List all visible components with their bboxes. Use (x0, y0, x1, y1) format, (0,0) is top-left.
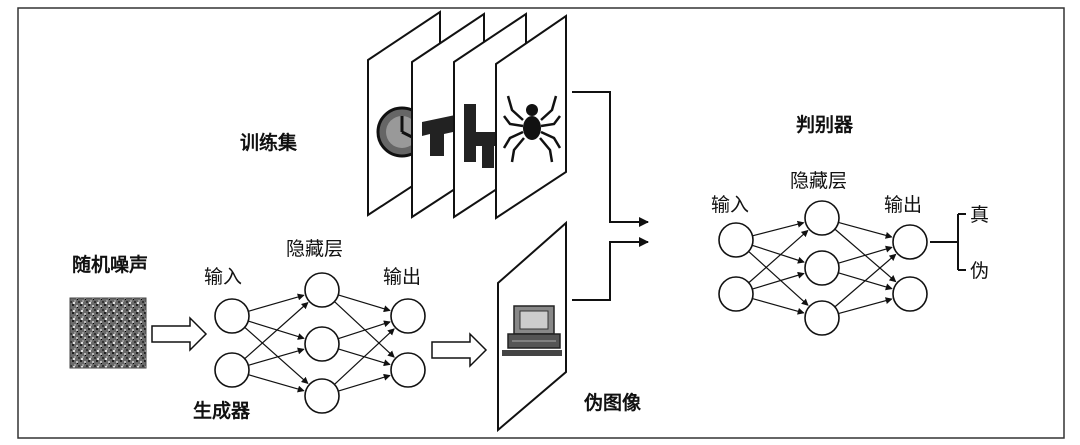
generator-output-node (390, 352, 426, 388)
training-set-cards (367, 10, 567, 220)
discriminator-connection (752, 271, 805, 290)
discriminator-hidden-label: 隐藏层 (790, 170, 847, 192)
generator-connection (248, 320, 305, 340)
generator-output-node (390, 298, 426, 334)
discriminator-network (718, 200, 928, 336)
noise-image (69, 297, 147, 369)
discriminator-connection (748, 229, 809, 284)
discriminator-hidden-node (804, 250, 840, 286)
generator-hidden-node (304, 326, 340, 362)
hammer-icon (464, 104, 498, 168)
discriminator-hidden-node (804, 300, 840, 336)
generator-hidden-node (304, 378, 340, 414)
fake-label: 伪 (970, 260, 989, 282)
discriminator-connection (751, 244, 805, 264)
discriminator-connection (838, 245, 893, 264)
training-set-label: 训练集 (240, 131, 298, 154)
discriminator-label: 判别器 (796, 114, 854, 136)
generator-output-label: 输出 (383, 266, 421, 288)
discriminator-connection (748, 250, 809, 306)
diagram-frame (17, 7, 1065, 439)
discriminator-connection (838, 297, 893, 315)
discriminator-input-label: 输入 (711, 194, 749, 216)
discriminator-connection (752, 220, 805, 237)
discriminator-hidden-node (804, 200, 840, 236)
generator-connection (248, 347, 305, 366)
generator-network (214, 272, 426, 414)
discriminator-connection (838, 221, 893, 239)
discriminator-output-label: 输出 (884, 194, 922, 216)
generator-connection (338, 373, 391, 392)
generator-connection (338, 294, 391, 313)
discriminator-input-node (718, 222, 754, 258)
training-card (495, 14, 567, 220)
generator-connection (244, 301, 309, 360)
generator-input-node (214, 352, 250, 388)
generator-to-fake-arrow (431, 332, 488, 368)
generator-connection (244, 326, 309, 385)
input-merge-wires (572, 91, 649, 301)
generator-connection (334, 301, 395, 358)
discriminator-connection (834, 253, 897, 308)
computer-icon (502, 305, 562, 356)
fake-image-label: 伪图像 (583, 391, 642, 414)
generator-connection (337, 320, 391, 340)
generator-input-node (214, 298, 250, 334)
discriminator-connection (752, 297, 805, 315)
discriminator-output-node (892, 276, 928, 312)
discriminator-output-node (892, 224, 928, 260)
output-bracket (930, 213, 966, 271)
generator-connection (248, 374, 305, 393)
pistol-icon (422, 114, 462, 156)
generator-label: 生成器 (193, 399, 251, 422)
noise-to-generator-arrow (151, 316, 208, 352)
real-label: 真 (970, 204, 989, 226)
generator-hidden-label: 隐藏层 (286, 238, 343, 260)
spider-icon (502, 95, 562, 163)
generator-connection (334, 328, 395, 385)
generator-input-label: 输入 (204, 266, 242, 288)
discriminator-input-node (718, 276, 754, 312)
generator-connection (248, 293, 305, 312)
random-noise-label: 随机噪声 (72, 253, 148, 276)
generator-hidden-node (304, 272, 340, 308)
fake-image-card (497, 220, 567, 433)
